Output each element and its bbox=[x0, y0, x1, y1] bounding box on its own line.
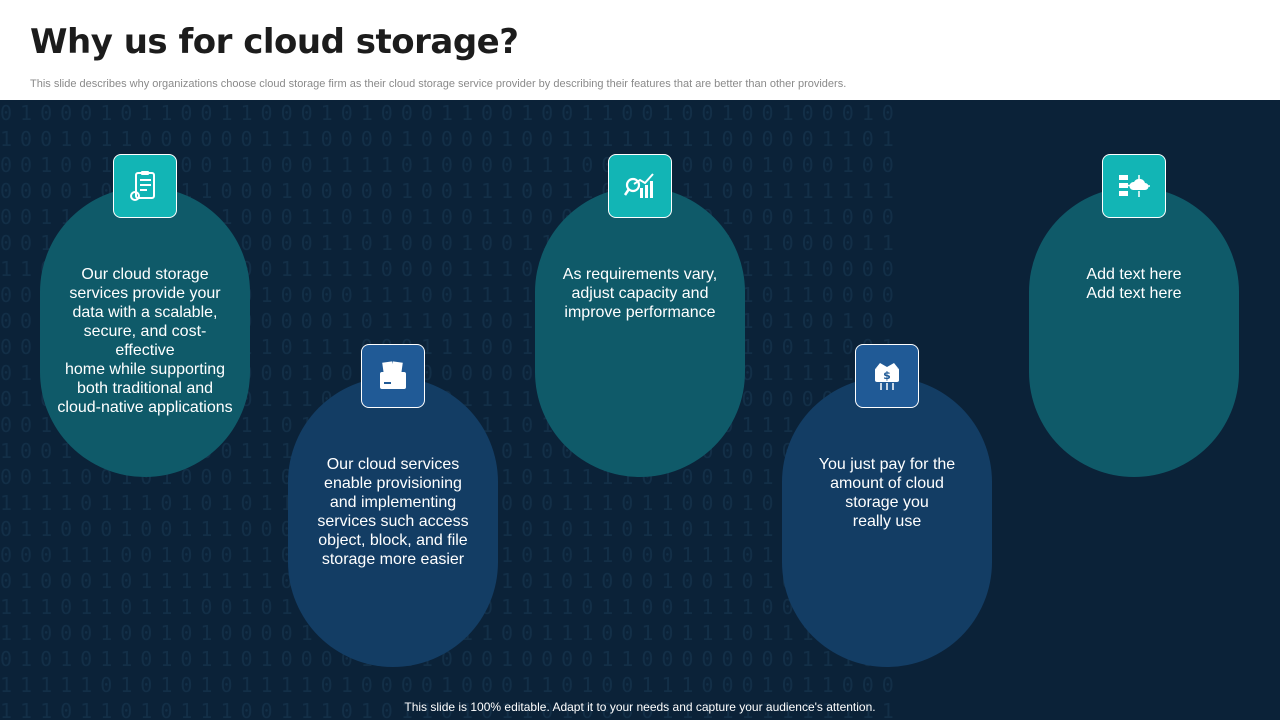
content-area: 0100010110011000101000110010011001001001… bbox=[0, 100, 1280, 720]
feature-card-placeholder: Add text here Add text here bbox=[1029, 187, 1239, 477]
clipboard-gear-icon bbox=[113, 154, 177, 218]
footer-note: This slide is 100% editable. Adapt it to… bbox=[404, 700, 876, 714]
feature-card-text: Add text here Add text here bbox=[1086, 266, 1182, 302]
folder-documents-icon bbox=[361, 344, 425, 408]
feature-card-text: You just pay for the amount of cloud sto… bbox=[818, 456, 956, 530]
analytics-chart-icon bbox=[608, 154, 672, 218]
page-subtitle: This slide describes why organizations c… bbox=[30, 78, 847, 90]
page-title: Why us for cloud storage? bbox=[30, 22, 519, 62]
dollar-payment-icon: $ bbox=[855, 344, 919, 408]
feature-card-text: As requirements vary, adjust capacity an… bbox=[562, 266, 718, 321]
feature-card-capacity: As requirements vary, adjust capacity an… bbox=[535, 187, 745, 477]
feature-card-pay-per-use: You just pay for the amount of cloud sto… bbox=[782, 377, 992, 667]
svg-text:$: $ bbox=[883, 369, 891, 382]
feature-card-text: Our cloud storage services provide your … bbox=[57, 266, 233, 416]
feature-card-scalable: Our cloud storage services provide your … bbox=[40, 187, 250, 477]
feature-card-text: Our cloud services enable provisioning a… bbox=[317, 456, 469, 568]
feature-card-provisioning: Our cloud services enable provisioning a… bbox=[288, 377, 498, 667]
cloud-network-icon bbox=[1102, 154, 1166, 218]
header: Why us for cloud storage? This slide des… bbox=[0, 0, 1280, 100]
